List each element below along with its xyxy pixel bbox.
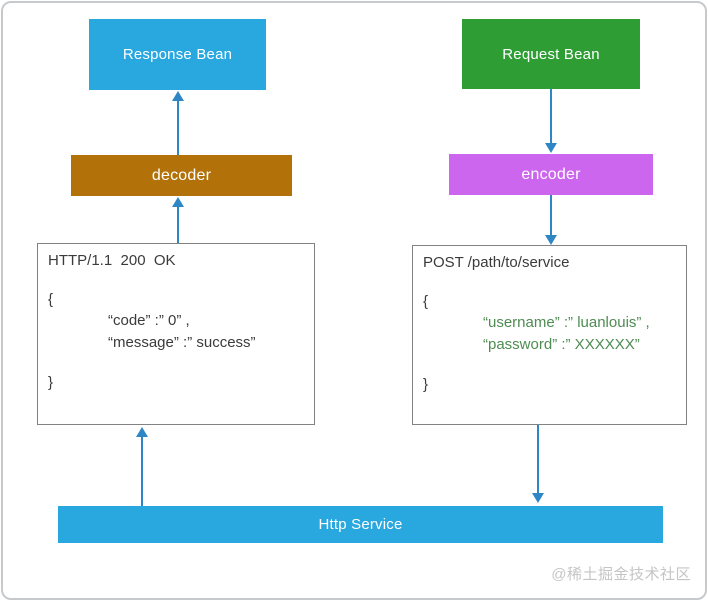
request-close-brace: } — [423, 376, 429, 393]
response-close-brace: } — [48, 374, 54, 391]
request-password-field: “password” :” XXXXXX” — [483, 336, 640, 353]
arrow-service-to-box-head-icon — [136, 427, 148, 437]
watermark: @稀土掘金技术社区 — [551, 566, 691, 583]
arrow-request-to-encoder-head-icon — [545, 143, 557, 153]
http-response-box: HTTP/1.1 200 OK { “code” :” 0” , “messag… — [37, 243, 315, 425]
arrow-decoder-to-response-head-icon — [172, 91, 184, 101]
request-line: POST /path/to/service — [423, 254, 570, 271]
arrow-decoder-to-response-line — [177, 99, 179, 155]
arrow-encoder-to-box-head-icon — [545, 235, 557, 245]
request-open-brace: { — [423, 293, 429, 310]
node-decoder: decoder — [71, 155, 292, 196]
response-status-line: HTTP/1.1 200 OK — [48, 252, 176, 269]
arrow-encoder-to-box-line — [550, 195, 552, 236]
response-open-brace: { — [48, 291, 54, 308]
arrow-service-to-box-line — [141, 435, 143, 506]
request-username-field: “username” :” luanlouis” , — [483, 314, 650, 331]
node-http-service: Http Service — [58, 506, 663, 543]
response-message-field: “message” :” success” — [108, 334, 256, 351]
node-request-bean: Request Bean — [462, 19, 640, 89]
node-encoder: encoder — [449, 154, 653, 195]
arrow-box-to-decoder-line — [177, 205, 179, 243]
arrow-box-to-service-head-icon — [532, 493, 544, 503]
arrow-box-to-decoder-head-icon — [172, 197, 184, 207]
http-request-box: POST /path/to/service { “username” :” lu… — [412, 245, 687, 425]
node-response-bean: Response Bean — [89, 19, 266, 90]
arrow-request-to-encoder-line — [550, 89, 552, 144]
response-code-field: “code” :” 0” , — [108, 312, 190, 329]
arrow-box-to-service-line — [537, 425, 539, 494]
